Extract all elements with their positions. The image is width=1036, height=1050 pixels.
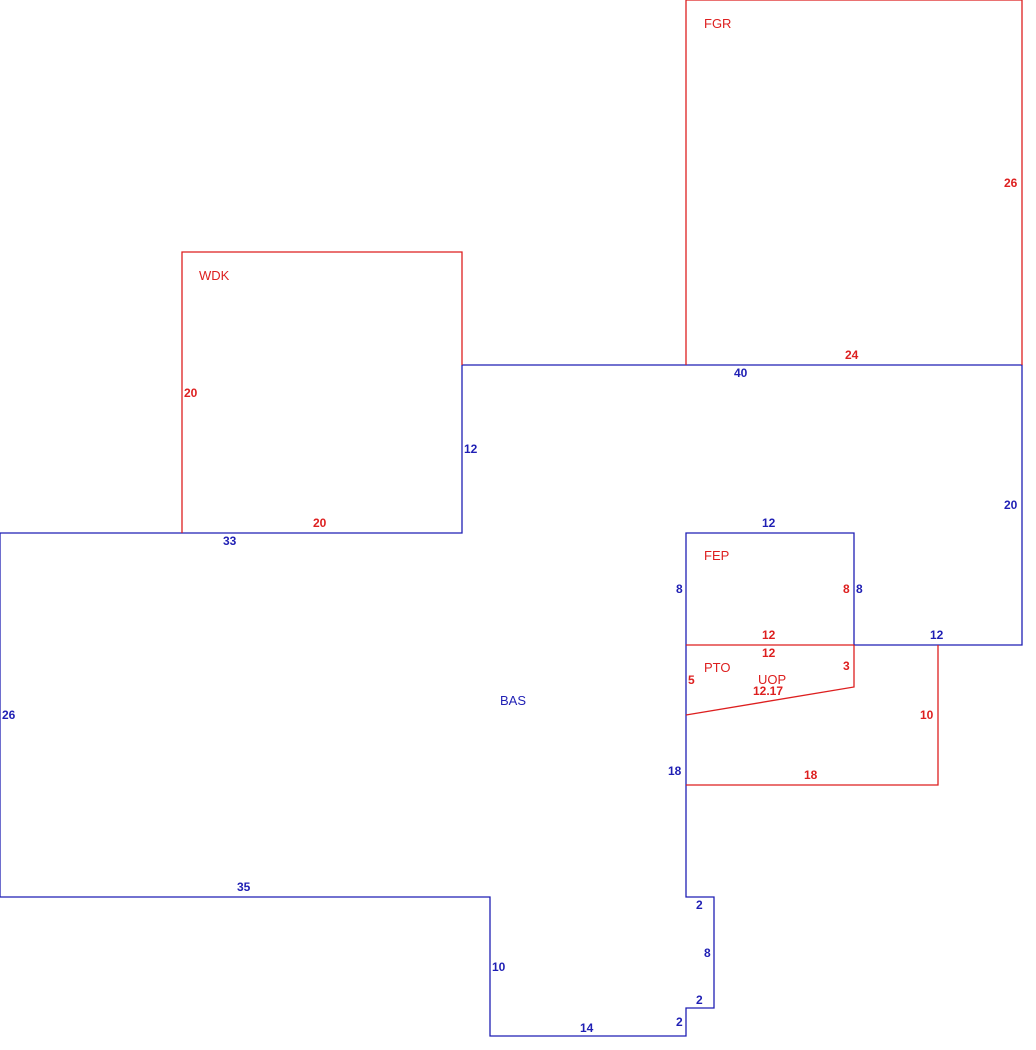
dim-bas-step: 12: [464, 442, 478, 456]
dim-pto-diag: 12.17: [753, 684, 783, 698]
dim-fgr-right: 26: [1004, 176, 1018, 190]
bas-outline: [0, 364, 1023, 1037]
dim-bas-right: 20: [1004, 498, 1018, 512]
dim-fep-left: 8: [676, 582, 683, 596]
area-label-uop: UOP: [758, 672, 786, 687]
area-label-wdk: WDK: [199, 268, 230, 283]
dim-uop-right: 10: [920, 708, 934, 722]
dim-bas-top-right: 40: [734, 366, 748, 380]
dim-wdk-bottom: 20: [313, 516, 327, 530]
dim-uop-bottom: 18: [804, 768, 818, 782]
dim-fep-bottom: 12: [762, 628, 776, 642]
dim-pto-right: 3: [843, 659, 850, 673]
dim-bas-bottom: 14: [580, 1021, 594, 1035]
uop-outline: [686, 645, 939, 786]
dim-bas-bottom-left: 35: [237, 880, 251, 894]
fgr-outline: [685, 0, 1023, 365]
area-label-bas: BAS: [500, 693, 526, 708]
wdk-outline: [181, 251, 463, 533]
dim-bas-left: 26: [2, 708, 16, 722]
dim-fep-right-blue: 8: [856, 582, 863, 596]
dim-bas-jog-lower: 2: [676, 1015, 683, 1029]
dim-fep-top: 12: [762, 516, 776, 530]
dim-bas-inner-side: 18: [668, 764, 682, 778]
dim-bas-notch-side: 10: [492, 960, 506, 974]
area-label-fep: FEP: [704, 548, 729, 563]
dim-bas-jog-right: 8: [704, 946, 711, 960]
dim-fep-right-red: 8: [843, 582, 850, 596]
dim-pto-left: 5: [688, 673, 695, 687]
area-label-fgr: FGR: [704, 16, 731, 31]
dim-bas-jog-upper: 2: [696, 898, 703, 912]
area-label-pto: PTO: [704, 660, 731, 675]
dim-bas-right-bottom: 12: [930, 628, 944, 642]
dim-fgr-bottom: 24: [845, 348, 859, 362]
dim-bas-jog-side-lower: 2: [696, 993, 703, 1007]
pto-outline: [685, 645, 855, 716]
dim-bas-left-top: 33: [223, 534, 237, 548]
dim-wdk-left: 20: [184, 386, 198, 400]
dim-pto-top: 12: [762, 646, 776, 660]
